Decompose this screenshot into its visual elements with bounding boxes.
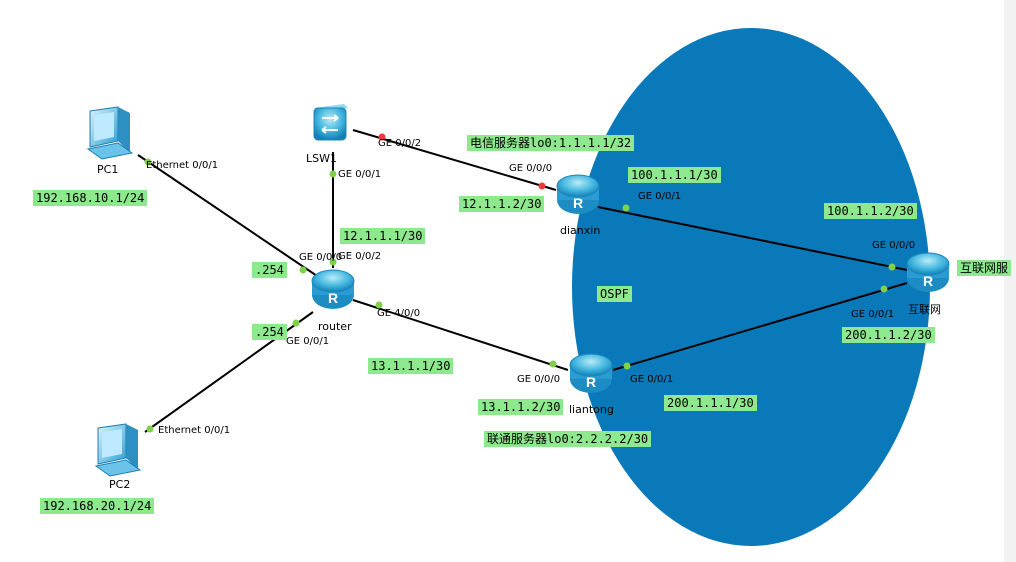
pc1-icon[interactable] <box>86 106 134 160</box>
link-dianxin-internet <box>597 206 908 271</box>
port-label-liantong-g001: GE 0/0/1 <box>630 374 674 385</box>
device-name-liantong: liantong <box>569 403 614 416</box>
tag-pc2-ip: 192.168.20.1/24 <box>40 498 155 514</box>
device-name-lsw1: LSW1 <box>306 152 337 165</box>
lsw1-icon[interactable] <box>313 104 348 141</box>
tag-liantong-server: 联通服务器lo0:2.2.2.2/30 <box>484 431 652 447</box>
port-dot-internet-g001 <box>880 285 888 293</box>
svg-text:R: R <box>328 290 338 306</box>
tag-dianxin-wan: 100.1.1.1/30 <box>628 167 721 183</box>
port-label-liantong-g000: GE 0/0/0 <box>517 374 561 385</box>
port-dot-router-g001 <box>292 319 300 327</box>
port-dot-lsw1-g002 <box>378 133 386 141</box>
device-name-dianxin: dianxin <box>560 224 601 237</box>
tag-ospf: OSPF <box>597 286 632 302</box>
tag-router-lsw-ip: 12.1.1.1/30 <box>340 228 426 244</box>
port-label-lsw1-g002: GE 0/0/2 <box>378 138 422 149</box>
tag-dianxin-server: 电信服务器lo0:1.1.1.1/32 <box>467 135 635 151</box>
device-name-pc2: PC2 <box>109 478 131 491</box>
device-name-internet: 互联网 <box>908 303 941 316</box>
ospf-area <box>572 28 930 546</box>
links <box>137 129 908 433</box>
port-label-lsw1-g001: GE 0/0/1 <box>338 169 382 180</box>
port-dot-router-g400 <box>375 301 383 309</box>
device-name-pc1: PC1 <box>97 163 119 176</box>
tag-liantong-wan: 200.1.1.1/30 <box>664 395 757 411</box>
liantong-icon[interactable]: R <box>569 353 613 393</box>
svg-text:R: R <box>573 195 583 211</box>
port-dot-liantong-g000 <box>549 360 557 368</box>
link-liantong-internet <box>612 282 908 371</box>
port-label-dianxin-g000: GE 0/0/0 <box>509 163 553 174</box>
port-label-router-g400: GE 4/0/0 <box>377 308 421 319</box>
port-label-internet-g000: GE 0/0/0 <box>872 240 916 251</box>
tag-gw1: .254 <box>252 262 287 278</box>
tag-internet-label: 互联网服 <box>957 260 1012 276</box>
port-dot-pc2-eth <box>146 425 154 433</box>
port-label-router-g000: GE 0/0/0 <box>299 252 343 263</box>
link-lsw1-dianxin <box>352 129 557 191</box>
svg-text:R: R <box>586 374 596 390</box>
tag-router-lt-ip: 13.1.1.1/30 <box>368 358 454 374</box>
port-dot-lsw1-g001 <box>329 170 337 178</box>
port-dot-router-g000 <box>299 266 307 274</box>
pc2-icon[interactable] <box>94 423 142 477</box>
port-dot-dianxin-g000 <box>538 182 546 190</box>
router-icon[interactable]: R <box>311 269 355 309</box>
port-label-dianxin-g001: GE 0/0/1 <box>638 191 682 202</box>
port-label-pc1-eth: Ethernet 0/0/1 <box>146 160 219 171</box>
port-dot-router-g002 <box>329 258 337 266</box>
port-dot-internet-g000 <box>888 263 896 271</box>
link-router-liantong <box>352 299 569 371</box>
link-router-pc2 <box>144 311 314 433</box>
port-dot-liantong-g001 <box>623 362 631 370</box>
internet-router-icon[interactable]: R <box>906 252 950 292</box>
device-name-router: router <box>318 320 352 333</box>
port-label-router-g001: GE 0/0/1 <box>286 336 330 347</box>
svg-text:R: R <box>923 273 933 289</box>
port-label-router-g002: GE 0/0/2 <box>338 251 382 262</box>
dianxin-icon[interactable]: R <box>556 174 600 214</box>
port-dots <box>144 133 896 433</box>
right-scroll-edge <box>1004 0 1016 562</box>
tag-liantong-ip: 13.1.1.2/30 <box>478 399 564 415</box>
port-dot-dianxin-g001 <box>622 204 630 212</box>
link-pc1-router <box>137 154 321 279</box>
tag-internet-lt: 200.1.1.2/30 <box>842 327 935 343</box>
tag-gw2: .254 <box>252 324 287 340</box>
port-label-pc2-eth: Ethernet 0/0/1 <box>158 425 231 436</box>
tag-pc1-ip: 192.168.10.1/24 <box>33 190 148 206</box>
port-label-internet-g001: GE 0/0/1 <box>851 309 895 320</box>
port-dot-pc1-eth <box>144 158 152 166</box>
tag-internet-dx: 100.1.1.2/30 <box>824 203 917 219</box>
tag-dianxin-ip: 12.1.1.2/30 <box>459 196 545 212</box>
